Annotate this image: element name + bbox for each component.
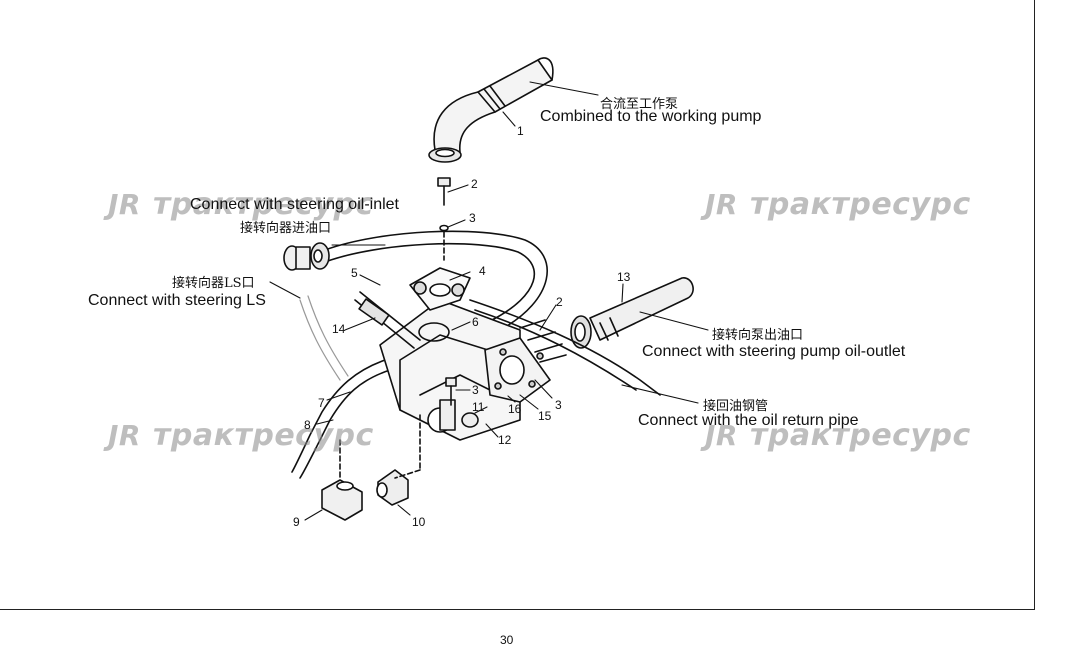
hose-end-fittings — [283, 242, 330, 271]
page-number: 30 — [500, 633, 514, 647]
pipe-14 — [354, 291, 421, 349]
label-steering-inlet-en: Connect with steering oil-inlet — [190, 196, 399, 213]
label-steering-ls-cn: 接转向器LS口 — [172, 276, 255, 291]
o-ring-6 — [418, 322, 450, 342]
callout-13: 13 — [617, 270, 631, 284]
label-working-pump-en: Combined to the working pump — [540, 108, 762, 125]
callout-15: 15 — [538, 409, 552, 423]
bolt-washer-top — [437, 177, 451, 261]
pump-flange-15-16 — [484, 337, 551, 403]
label-steering-inlet-cn: 接转向器进油口 — [240, 221, 332, 236]
callout-3-right: 3 — [555, 398, 562, 412]
elbow-9 — [321, 479, 363, 521]
callout-2-top: 2 — [471, 177, 478, 191]
callout-5: 5 — [351, 266, 358, 280]
return-pipe — [469, 299, 661, 396]
bolt-3-lower — [445, 377, 457, 387]
callout-1: 1 — [517, 124, 524, 138]
callout-11: 11 — [472, 400, 485, 414]
hose-1-elbow — [428, 57, 554, 163]
callout-3-top: 3 — [469, 211, 476, 225]
nut-12 — [461, 412, 479, 428]
callout-7: 7 — [318, 396, 325, 410]
label-return-pipe-cn: 接回油钢管 — [703, 399, 769, 414]
callout-14: 14 — [332, 322, 346, 336]
callout-16: 16 — [508, 402, 522, 416]
callout-6: 6 — [472, 315, 479, 329]
label-pump-outlet-cn: 接转向泵出油口 — [712, 328, 804, 343]
callout-4: 4 — [479, 264, 486, 278]
callout-9: 9 — [293, 515, 300, 529]
callout-2-right: 2 — [556, 295, 563, 309]
callout-12: 12 — [498, 433, 512, 447]
callout-3-middle: 3 — [472, 383, 479, 397]
label-return-pipe-en: Connect with the oil return pipe — [638, 412, 859, 429]
label-steering-ls-en: Connect with steering LS — [88, 292, 266, 309]
ls-hose — [299, 299, 341, 381]
connector-10 — [376, 469, 409, 506]
callout-10: 10 — [412, 515, 426, 529]
label-working-pump-cn: 合流至工作泵 — [600, 97, 679, 112]
flange-4 — [409, 267, 471, 311]
page-frame — [0, 0, 1035, 610]
label-pump-outlet-en: Connect with steering pump oil-outlet — [642, 343, 906, 360]
hose-13 — [570, 277, 694, 349]
callout-8: 8 — [304, 418, 311, 432]
